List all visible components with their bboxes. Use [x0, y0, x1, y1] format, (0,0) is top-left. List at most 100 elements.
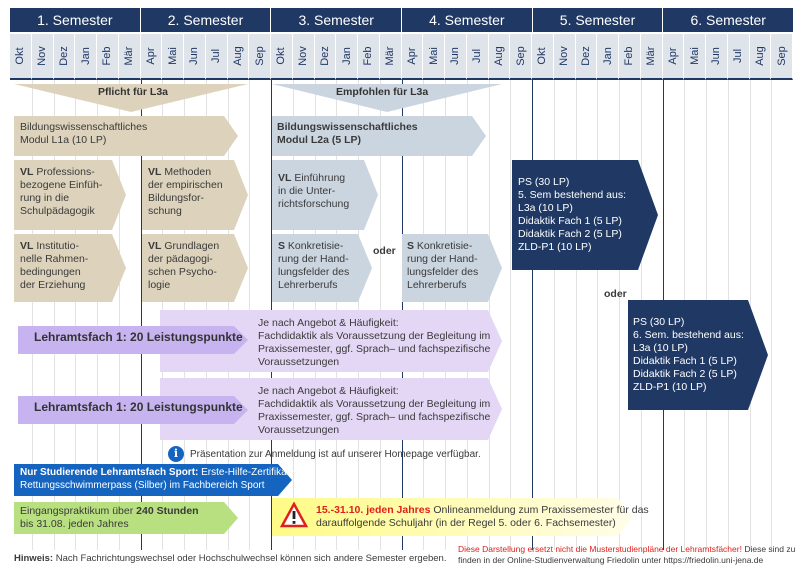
month-label: Mär	[123, 46, 136, 66]
grid-line	[118, 80, 120, 550]
month-label: Nov	[558, 46, 571, 66]
month-cell: Jun	[706, 34, 728, 80]
disclaimer: Diese Darstellung ersetzt nicht die Must…	[458, 544, 796, 565]
month-cell: Mär	[640, 34, 663, 80]
sport-requirement	[14, 464, 292, 496]
month-label: Feb	[101, 46, 114, 66]
vl-grundlagen-text: VL Grundlagen der pädagogi-schen Psycho-…	[148, 240, 220, 291]
grid-line	[97, 80, 98, 550]
month-label: Mai	[166, 47, 179, 65]
month-cell: Dez	[314, 34, 337, 80]
anmeldung-text: 15.-31.10. jeden Jahres Onlineanmeldung …	[316, 504, 649, 529]
lehramtsfach-2-label: Lehramtsfach 1: 20 Leistungspunkte	[34, 400, 243, 414]
month-cell: Sep	[771, 34, 793, 80]
month-label: Nov	[36, 46, 49, 66]
praxissemester-6	[628, 300, 768, 410]
month-label: Sep	[514, 46, 527, 66]
grid-line	[597, 80, 599, 550]
month-cell: Feb	[358, 34, 380, 80]
month-label: Apr	[405, 47, 418, 65]
month-label: Mai	[688, 47, 701, 65]
month-cell: Feb	[97, 34, 119, 80]
grid-line	[140, 80, 142, 550]
month-label: Dez	[579, 46, 592, 66]
sport-requirement-text: Nur Studierende Lehramtsfach Sport: Erst…	[20, 467, 299, 491]
month-cell: Mai	[162, 34, 184, 80]
vl-institutionelle	[14, 234, 126, 302]
semester-label: 1. Semester	[10, 8, 141, 32]
month-label: Jul	[732, 48, 745, 64]
month-cell: Mär	[118, 34, 141, 80]
vl-einfuehrung-text: VL Einführung in die Unter-richtsforschu…	[278, 172, 350, 210]
month-cell: Okt	[532, 34, 554, 80]
s-konkretisierung-1	[272, 234, 372, 302]
month-cell: Mai	[423, 34, 445, 80]
month-label: Feb	[362, 46, 375, 66]
semester-label: 4. Semester	[402, 8, 533, 32]
pflicht-label: Pflicht für L3a	[98, 86, 169, 98]
vl-einfuehrung	[272, 160, 378, 230]
grid-line	[53, 80, 55, 550]
empfohlen-label: Empfohlen für L3a	[336, 86, 429, 98]
semester-label: 3. Semester	[271, 8, 403, 32]
month-cell: Dez	[575, 34, 598, 80]
lehramtsfach-1-label: Lehramtsfach 1: 20 Leistungspunkte	[34, 330, 243, 344]
lehramtsfach-2-desc: Je nach Angebot & Häufigkeit:Fachdidakti…	[258, 385, 491, 436]
grid-line	[553, 80, 555, 550]
month-label: Aug	[753, 46, 766, 66]
vl-professions-text: VL Professions- bezogene Einfüh-rung in …	[20, 166, 103, 217]
grid-line	[575, 80, 577, 550]
hinweis: Hinweis: Nach Fachrichtungswechsel oder …	[14, 553, 447, 564]
module-l2a	[272, 116, 486, 156]
month-cell: Nov	[292, 34, 315, 80]
eingangspraktikum	[14, 502, 238, 534]
semester-label: 5. Semester	[532, 8, 664, 32]
praxissemester-5	[512, 160, 658, 270]
praxissemester-5-text: PS (30 LP)5. Sem bestehend aus:L3a (10 L…	[518, 176, 626, 253]
lehramtsfach-2-arrow	[18, 396, 248, 424]
month-cell: Aug	[749, 34, 772, 80]
month-label: Dez	[318, 46, 331, 66]
info-icon[interactable]: i	[168, 446, 184, 462]
month-label: Okt	[275, 47, 288, 65]
month-cell: Jun	[184, 34, 206, 80]
s-konkretisierung-1-text: S Konkretisie- rung der Hand-lungsfelder…	[278, 240, 350, 291]
month-cell: Sep	[249, 34, 271, 80]
month-label: Apr	[666, 47, 679, 65]
anmeldung-praxissemester	[272, 498, 632, 536]
month-label: Jun	[188, 47, 201, 65]
month-cell: Apr	[401, 34, 424, 80]
month-cell: Jul	[727, 34, 750, 80]
semester-label: 6. Semester	[663, 8, 794, 32]
month-label: Dez	[57, 46, 70, 66]
month-label: Aug	[492, 46, 505, 66]
month-cell: Dez	[53, 34, 76, 80]
s-konkretisierung-2	[402, 234, 502, 302]
month-cell: Feb	[619, 34, 641, 80]
month-cell: Jul	[205, 34, 228, 80]
vl-grundlagen	[142, 234, 248, 302]
month-cell: Nov	[31, 34, 54, 80]
month-label: Jul	[210, 48, 223, 64]
month-label: Okt	[14, 47, 27, 65]
semester-label: 2. Semester	[140, 8, 272, 32]
month-label: Jun	[449, 47, 462, 65]
month-cell: Okt	[10, 34, 32, 80]
eingangspraktikum-text: Eingangspraktikum über 240 Stunden bis 3…	[20, 505, 199, 530]
month-label: Jan	[601, 47, 614, 65]
month-label: Nov	[297, 46, 310, 66]
grid-line	[75, 80, 77, 550]
month-cell: Jan	[75, 34, 97, 80]
info-text: Präsentation zur Anmeldung ist auf unser…	[190, 449, 481, 460]
month-cell: Apr	[140, 34, 163, 80]
month-label: Jun	[710, 47, 723, 65]
grid-line	[771, 80, 773, 550]
month-label: Jan	[79, 47, 92, 65]
month-label: Aug	[231, 46, 244, 66]
month-cell: Jul	[466, 34, 489, 80]
praxissemester-6-text: PS (30 LP)6. Sem. bestehend aus:L3a (10 …	[633, 316, 744, 393]
